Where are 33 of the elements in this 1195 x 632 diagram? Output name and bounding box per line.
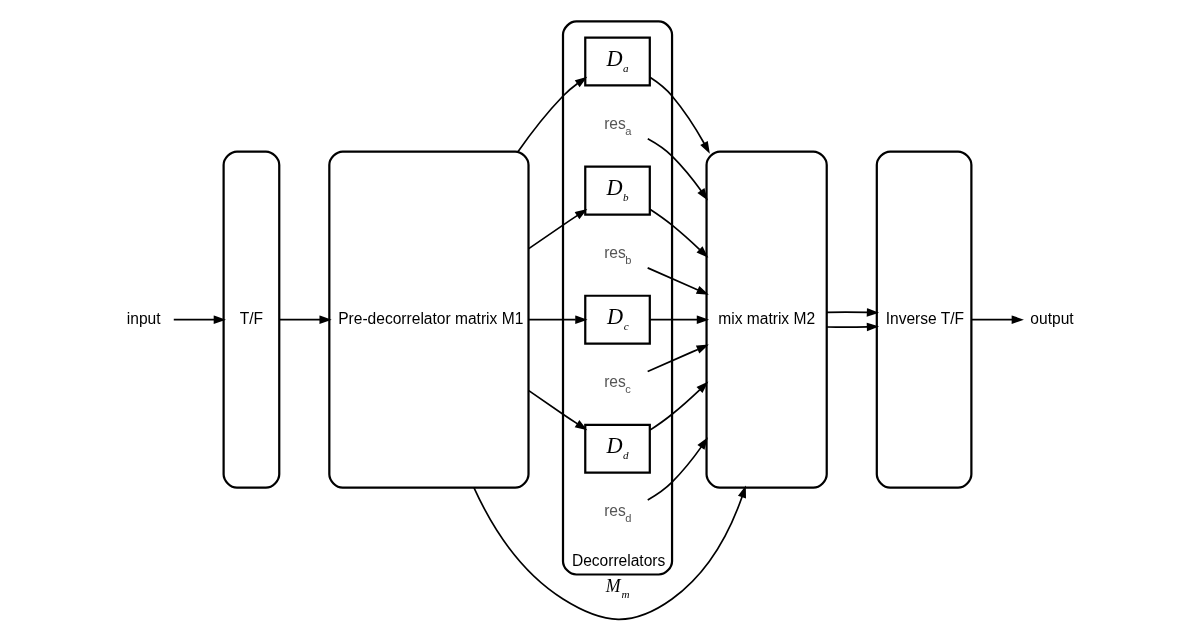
arrow xyxy=(527,209,588,250)
node-box: Inverse T/F xyxy=(875,150,973,489)
arrow xyxy=(649,315,710,324)
node-text: input xyxy=(126,309,161,327)
arrow xyxy=(278,315,332,324)
arrow xyxy=(646,437,708,501)
node-box: D$_{d}$ xyxy=(584,423,651,474)
node-text: output xyxy=(1030,309,1074,327)
arrow xyxy=(646,267,709,295)
arrow xyxy=(826,322,880,332)
node-text: res$_{a}$ xyxy=(604,115,632,138)
node-box: D$_{c}$ xyxy=(584,294,651,345)
arrow xyxy=(527,315,588,324)
arrow xyxy=(473,485,746,621)
arrow xyxy=(527,389,588,431)
arrow xyxy=(646,344,709,373)
node-box: D$_{b}$ xyxy=(584,165,651,216)
node-text: res$_{d}$ xyxy=(604,502,632,525)
arrow xyxy=(649,76,710,154)
arrow xyxy=(826,308,880,317)
node-box: mix matrix M2 xyxy=(705,150,828,489)
node-text: res$_{c}$ xyxy=(604,373,631,396)
node-box: D$_{a}$ xyxy=(584,36,651,87)
arrow xyxy=(970,315,1024,324)
node-box: Pre-decorrelator matrix M1 xyxy=(328,150,530,489)
node-box: T/F xyxy=(222,150,281,489)
edge-label: M$_{m}$ xyxy=(605,576,630,601)
node-text: res$_{b}$ xyxy=(604,244,632,267)
arrow xyxy=(172,315,226,324)
arrow xyxy=(646,137,708,201)
arrow xyxy=(649,381,709,431)
arrow xyxy=(649,208,709,258)
arrow xyxy=(517,76,588,153)
